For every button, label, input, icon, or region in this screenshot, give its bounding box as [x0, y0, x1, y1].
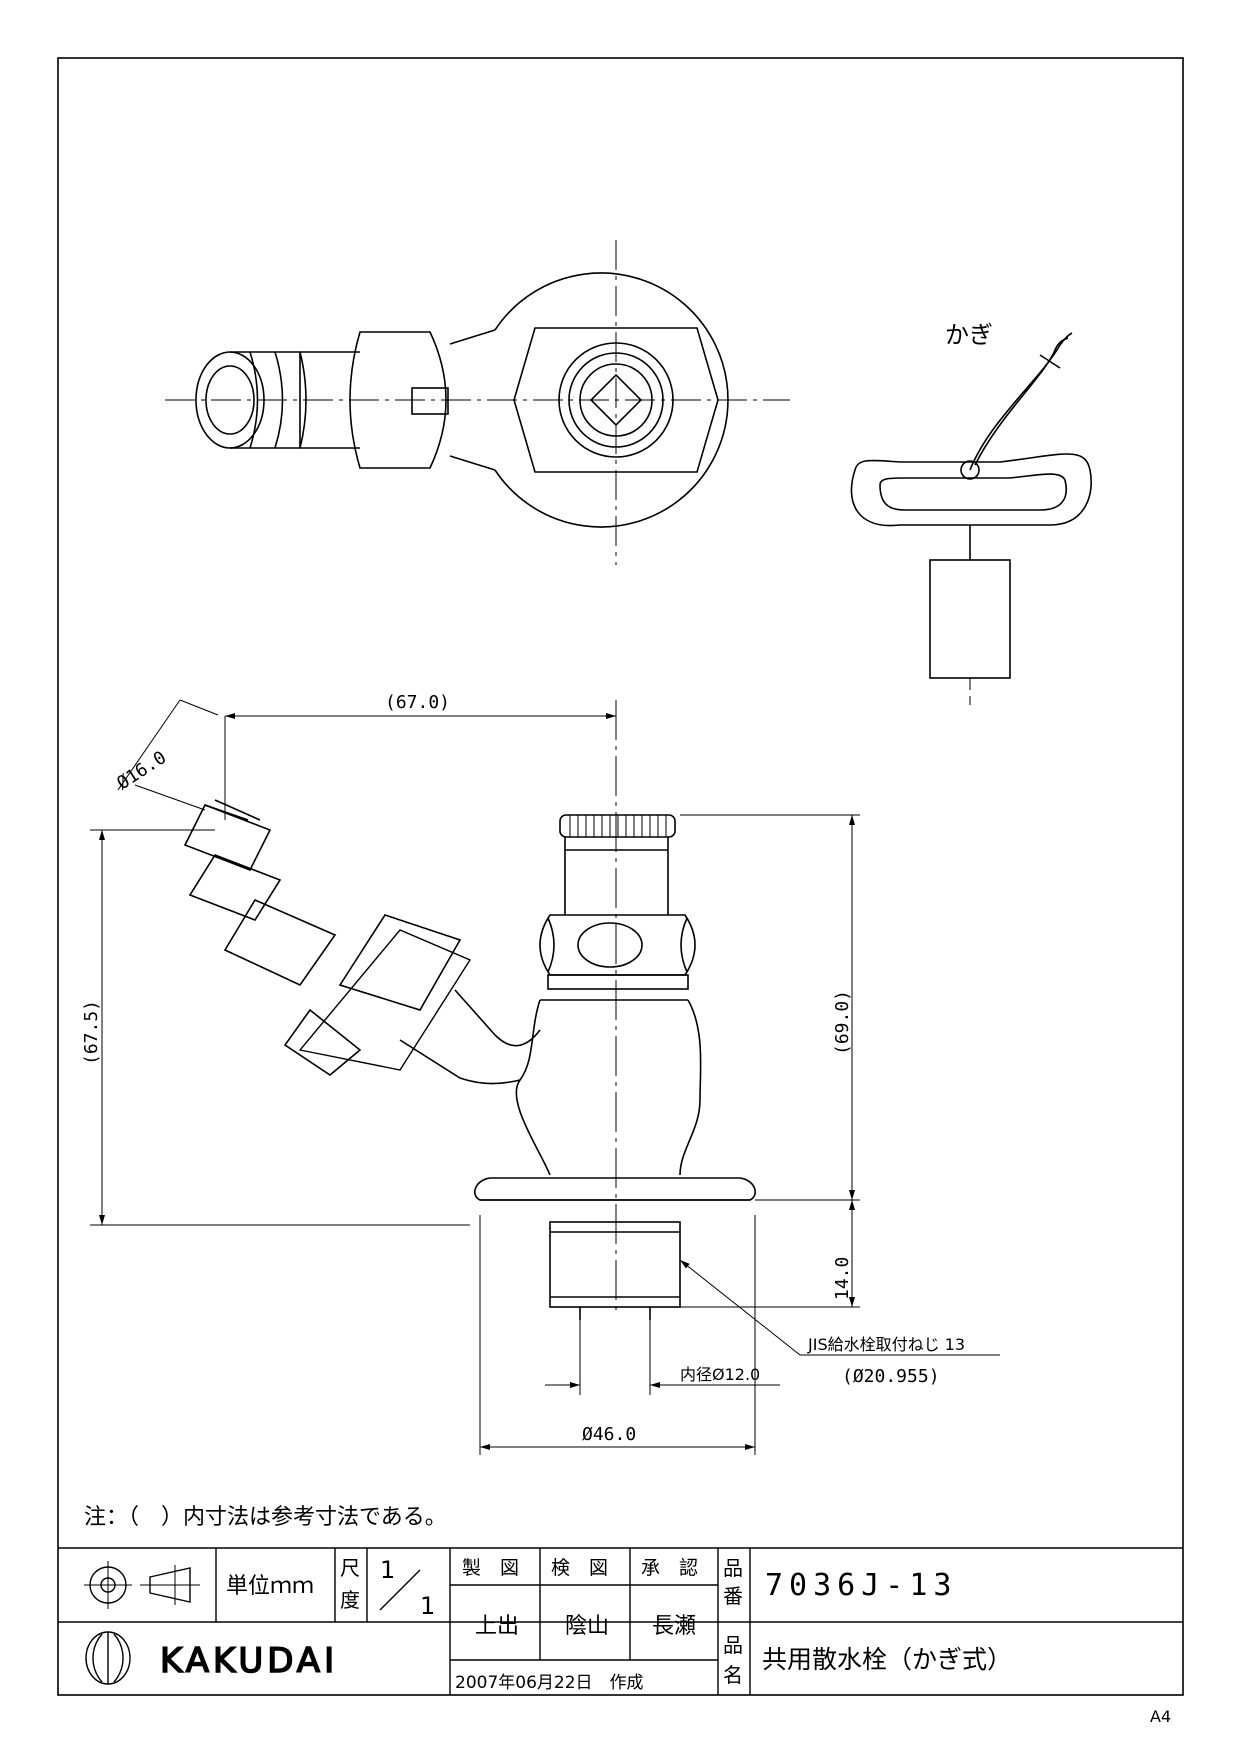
name-approved: 長瀬: [652, 1614, 696, 1639]
reference-note: 注：（ ）内寸法は参考寸法である。: [84, 1505, 447, 1530]
name-checked: 陰山: [565, 1614, 609, 1639]
part-name-label-1: 品: [723, 1633, 743, 1657]
name-drafted: 上出: [475, 1614, 519, 1639]
title-block: [58, 1547, 1183, 1695]
header-approved: 承 認: [641, 1557, 698, 1579]
part-number: 7036J-13: [765, 1568, 958, 1603]
paper-size: A4: [1150, 1707, 1171, 1726]
scale-numerator: 1: [380, 1556, 395, 1584]
dim-inner-dia: 内径Ø12.0: [680, 1365, 760, 1384]
part-number-label-1: 品: [723, 1556, 743, 1580]
dim-height-69: (69.0): [832, 990, 853, 1055]
scale-label-1: 尺: [340, 1556, 360, 1580]
scale-denominator: 1: [420, 1592, 435, 1620]
sheet-border: [57, 57, 1184, 1696]
front-view: [183, 700, 756, 1320]
dim-thread-len: 14.0: [832, 1257, 853, 1300]
creation-date: 2007年06月22日 作成: [455, 1673, 644, 1693]
dim-height-67-5: (67.5): [81, 1000, 102, 1065]
header-checked: 検 図: [551, 1557, 608, 1579]
brand-name: KAKUDAI: [160, 1641, 338, 1681]
key-label: かぎ: [945, 321, 993, 349]
scale-label-2: 度: [340, 1588, 360, 1612]
dim-base-dia: Ø46.0: [582, 1424, 636, 1445]
dimensions: [90, 699, 1000, 1455]
top-view: [165, 240, 790, 565]
part-number-label-2: 番: [723, 1584, 743, 1608]
dim-thread-label: JIS給水栓取付ねじ 13: [807, 1335, 965, 1354]
key-view: かぎ: [850, 321, 1092, 705]
part-name-label-2: 名: [723, 1663, 743, 1687]
dim-thread-dia: (Ø20.955): [842, 1366, 940, 1387]
part-name: 共用散水栓（かぎ式）: [762, 1645, 1012, 1674]
header-drafted: 製 図: [462, 1557, 519, 1579]
unit-label: 単位ｍｍ: [226, 1574, 314, 1599]
dim-width-67: (67.0): [385, 692, 450, 713]
